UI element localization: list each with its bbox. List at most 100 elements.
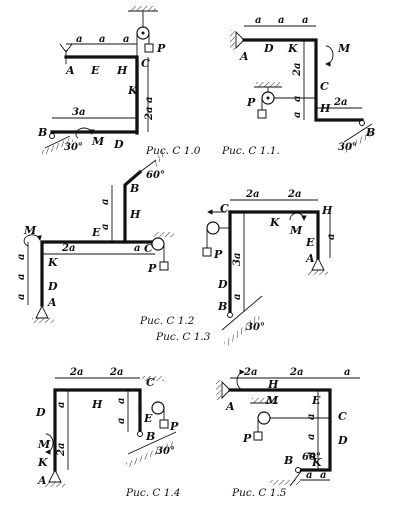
dim-a: a	[100, 199, 111, 205]
dim-a: a	[16, 254, 27, 260]
label-C: C	[338, 410, 347, 423]
dim-a: a	[99, 34, 105, 45]
dim-a: a	[134, 243, 140, 254]
moment-arc	[289, 212, 307, 221]
label-D: D	[35, 406, 46, 419]
angle-label: 30°	[246, 322, 265, 333]
label-M: M	[337, 42, 351, 55]
moment-arc	[75, 127, 95, 139]
dim-a: a	[344, 367, 350, 378]
label-D: D	[217, 278, 228, 291]
label-E: E	[305, 236, 315, 249]
dim-2a: 2a	[61, 243, 75, 254]
caption: Рис. С 1.4	[125, 487, 180, 499]
dim-2a: 2a	[144, 107, 155, 121]
label-A: A	[305, 252, 315, 265]
label-E: E	[91, 226, 101, 239]
label-D: D	[47, 280, 58, 293]
pulley	[257, 411, 271, 425]
dim-2a: 2a	[287, 189, 301, 200]
dim-2a: 2a	[109, 367, 123, 378]
ceiling-support	[130, 6, 156, 11]
label-M: M	[289, 224, 303, 237]
caption: Рис. С 1.5	[231, 487, 287, 499]
dim-2a: 2a	[56, 443, 67, 457]
angle-label: 30°	[156, 446, 175, 457]
pulley	[151, 237, 165, 251]
moment-arc	[325, 45, 334, 67]
label-E: E	[143, 412, 153, 425]
incline-support	[40, 137, 74, 156]
dim-a: a	[100, 224, 111, 230]
label-H: H	[116, 64, 128, 77]
label-K: K	[269, 216, 280, 229]
dim-3a: 3a	[72, 107, 85, 118]
dim-a: a	[255, 15, 261, 26]
weight-block	[159, 261, 169, 271]
dim-2a: 2a	[292, 63, 303, 77]
label-H: H	[267, 378, 279, 391]
label-C: C	[141, 57, 150, 70]
dim-a: a	[278, 15, 284, 26]
label-C: C	[144, 242, 153, 255]
label-P: P	[169, 420, 179, 433]
dim-2a: 2a	[69, 367, 83, 378]
label-D: D	[263, 42, 274, 55]
figure-1-4: C D H E M K A B 30° P 2a 2a a a a 2a Рис…	[35, 367, 180, 499]
dim-a: a	[292, 112, 303, 118]
label-D: D	[337, 434, 348, 447]
figure-1-5: A H M E C D K B 60° P 2a 2a a a a a a a …	[216, 367, 360, 499]
label-A: A	[239, 50, 249, 63]
weight-block	[144, 43, 154, 53]
label-K: K	[311, 456, 322, 469]
label-M: M	[91, 135, 105, 148]
dim-2a: 2a	[243, 367, 257, 378]
angle-label: 30°	[338, 142, 357, 153]
label-K: K	[47, 256, 58, 269]
label-A: A	[47, 296, 57, 309]
label-E: E	[311, 394, 321, 407]
label-P: P	[213, 248, 223, 261]
label-B: B	[283, 454, 293, 467]
label-E: E	[90, 64, 100, 77]
label-P: P	[156, 42, 166, 55]
label-C: C	[320, 80, 329, 93]
label-B: B	[129, 182, 139, 195]
pulley	[151, 401, 165, 415]
dim-a: a	[232, 294, 243, 300]
dim-a: a	[16, 274, 27, 280]
label-P: P	[246, 96, 256, 109]
dim-a: a	[292, 96, 303, 102]
dim-a: a	[116, 398, 127, 404]
weight-block	[202, 247, 212, 257]
caption: Рис. С 1.3	[155, 331, 211, 343]
dim-a: a	[16, 294, 27, 300]
angle-label: 30°	[64, 142, 83, 153]
dim-2a: 2a	[333, 97, 347, 108]
dim-a: a	[306, 452, 317, 458]
moment-arc	[45, 433, 54, 455]
dim-2a: 2a	[289, 367, 303, 378]
caption: Рис. С 1.2	[139, 315, 195, 327]
figure-1-2: 60° B H M E C K D A P a a a a a 2a a Рис…	[16, 149, 195, 327]
label-B: B	[217, 300, 227, 313]
label-B: B	[145, 430, 155, 443]
label-H: H	[91, 398, 103, 411]
label-P: P	[242, 432, 252, 445]
figure-1-1: a a a A D K M C H B P 2a a a 2a 30° Рис.…	[221, 15, 375, 157]
label-K: K	[127, 84, 138, 97]
caption: Рис. С 1.1.	[221, 145, 280, 157]
dim-a: a	[116, 418, 127, 424]
label-A: A	[225, 400, 235, 413]
label-H: H	[129, 208, 141, 221]
dim-3a: 3a	[232, 253, 243, 266]
dim-a: a	[306, 470, 312, 481]
dim-a: a	[144, 97, 155, 103]
dim-a: a	[56, 402, 67, 408]
dim-a: a	[302, 15, 308, 26]
dim-a: a	[123, 34, 129, 45]
figure-1-3: C K H M E A P D B 30° 2a 2a 3a a a Рис. …	[155, 189, 337, 347]
label-M: M	[23, 224, 37, 237]
angle-label: 60°	[146, 170, 165, 181]
label-A: A	[37, 474, 47, 487]
